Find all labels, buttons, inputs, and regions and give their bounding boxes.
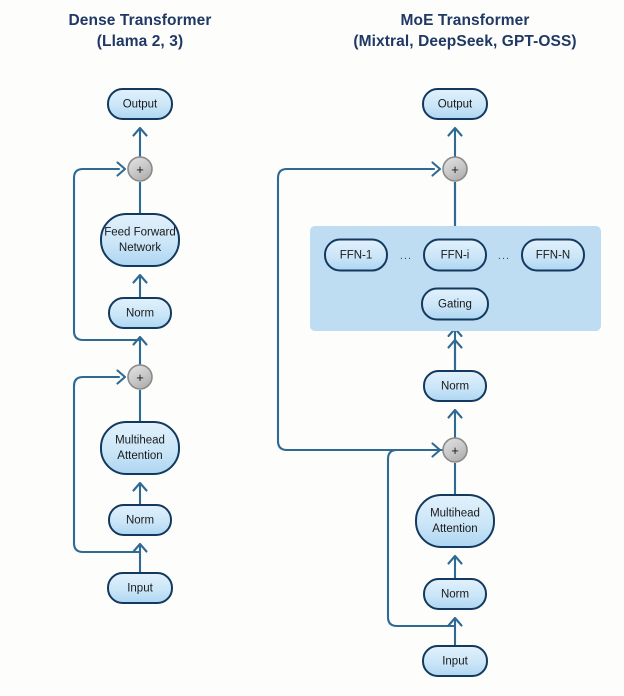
dense-node-norm-1: Norm	[108, 504, 172, 536]
moe-edge-norm-to-experts-arrowhead	[447, 338, 463, 349]
dense-node-norm-2: Norm	[108, 297, 172, 329]
node-label-line: Attention	[117, 450, 162, 462]
node-box	[422, 645, 488, 677]
node-box	[100, 213, 180, 267]
node-label-line: Multihead	[430, 508, 480, 520]
node-label-line: Network	[119, 242, 161, 254]
node-box	[423, 238, 487, 272]
dense-node-input: Input	[107, 572, 173, 604]
add-circle	[127, 156, 153, 182]
moe-node-gating: Gating	[421, 287, 489, 321]
add-symbol: +	[136, 370, 144, 385]
node-label: Output	[123, 99, 158, 111]
moe-node-add-top: +	[442, 156, 468, 182]
node-label: Norm	[126, 515, 154, 527]
node-box	[107, 572, 173, 604]
node-box	[324, 238, 388, 272]
dense-node-add-top: +	[127, 156, 153, 182]
add-symbol: +	[451, 162, 459, 177]
moe-residual-attention	[386, 448, 457, 628]
node-box	[108, 504, 172, 536]
node-box	[422, 88, 488, 120]
moe-node-add-bottom: +	[442, 437, 468, 463]
connector-edges	[72, 126, 463, 646]
add-symbol: +	[136, 162, 144, 177]
moe-node-input: Input	[422, 645, 488, 677]
dense-edge-add-top-to-output-arrowhead	[132, 126, 148, 137]
moe-node-ffn-n: FFN-N	[521, 238, 585, 272]
node-label: Norm	[441, 589, 469, 601]
node-box	[423, 578, 487, 610]
dense-column-title: Dense Transformer (Llama 2, 3)	[68, 12, 212, 50]
moe-node-ffn-1: FFN-1	[324, 238, 388, 272]
moe-node-norm-1: Norm	[423, 578, 487, 610]
moe-edge-input-to-norm-1-arrowhead	[447, 616, 463, 627]
experts-ellipsis-left: ...	[400, 250, 412, 262]
node-box	[107, 88, 173, 120]
node-box	[108, 297, 172, 329]
node-box	[521, 238, 585, 272]
node-box	[421, 287, 489, 321]
node-box	[415, 494, 495, 548]
dense-residual-attention	[72, 375, 142, 554]
moe-residual-attention-arrowhead	[431, 442, 442, 458]
node-label-line: Feed Forward	[104, 227, 176, 239]
dense-edge-norm-1-to-attention-arrowhead	[132, 481, 148, 492]
node-label: Input	[127, 583, 153, 595]
node-label: FFN-N	[536, 250, 571, 262]
dense-edge-norm-2-to-ffn-arrowhead	[132, 273, 148, 284]
experts-ellipsis-right: ...	[498, 250, 510, 262]
node-label: Input	[442, 656, 468, 668]
node-label: FFN-i	[441, 250, 470, 262]
dense-residual-attention-arrowhead	[116, 369, 127, 385]
add-circle	[442, 437, 468, 463]
node-label: FFN-1	[340, 250, 373, 262]
node-label-line: Attention	[432, 523, 477, 535]
moe-residual-moe-block	[276, 167, 457, 452]
node-box	[423, 370, 487, 402]
moe-edge-add-top-to-output-arrowhead	[447, 126, 463, 137]
node-label-line: Multihead	[115, 435, 165, 447]
add-circle	[127, 364, 153, 390]
node-label: Gating	[438, 299, 472, 311]
moe-node-output: Output	[422, 88, 488, 120]
add-circle	[442, 156, 468, 182]
node-box	[100, 421, 180, 475]
add-symbol: +	[451, 443, 459, 458]
moe-column-title: MoE Transformer (Mixtral, DeepSeek, GPT-…	[353, 12, 577, 50]
moe-node-ffn-i: FFN-i	[423, 238, 487, 272]
node-label: Norm	[126, 308, 154, 320]
moe-residual-moe-block-arrowhead	[431, 161, 442, 177]
moe-node-norm-2: Norm	[423, 370, 487, 402]
moe-edge-norm-1-to-attention-arrowhead	[447, 554, 463, 565]
dense-edge-add-bottom-to-norm-2-arrowhead	[132, 335, 148, 346]
dense-node-add-bottom: +	[127, 364, 153, 390]
moe-edge-add-bottom-to-norm-2-arrowhead	[447, 408, 463, 419]
dense-residual-ffn	[72, 167, 142, 342]
dense-edge-input-to-norm-1-arrowhead	[132, 542, 148, 553]
node-label: Norm	[441, 381, 469, 393]
dense-residual-ffn-arrowhead	[116, 161, 127, 177]
dense-node-output: Output	[107, 88, 173, 120]
node-label: Output	[438, 99, 473, 111]
